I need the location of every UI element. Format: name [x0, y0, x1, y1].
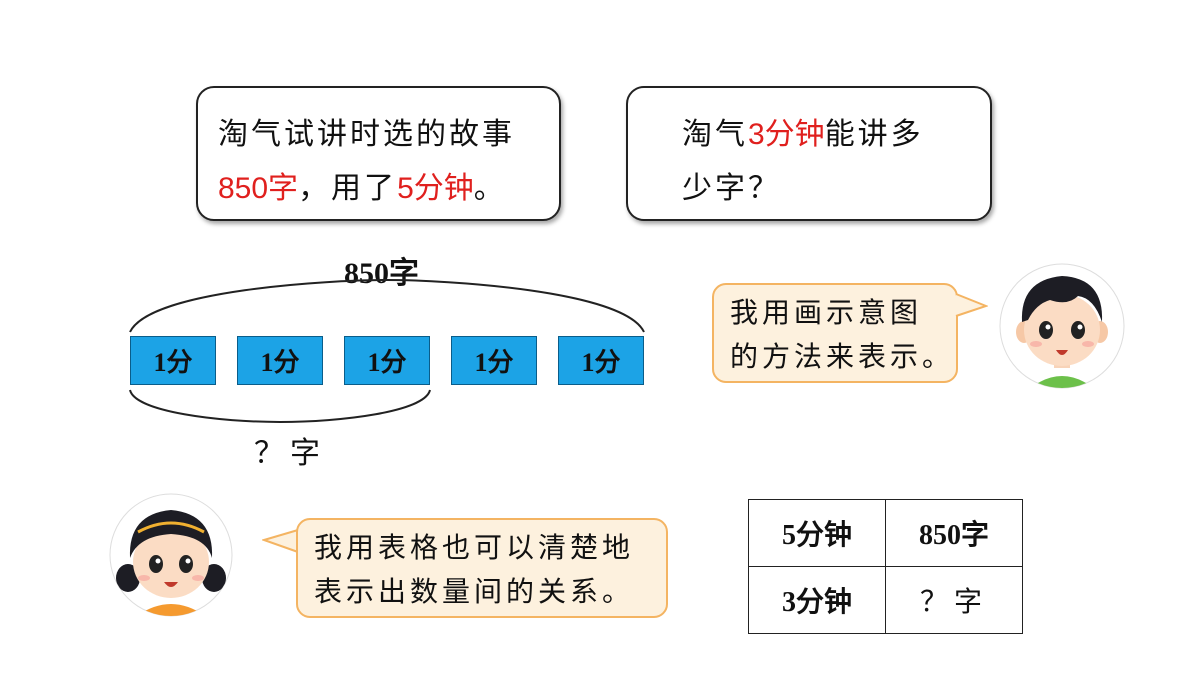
boy-avatar	[999, 263, 1125, 389]
story-mid-text: ，用了	[298, 171, 398, 206]
table-cell-time: 5分钟	[748, 499, 886, 567]
three-minute-brace	[129, 389, 431, 424]
boy-bubble-line-2: 的方法来表示。	[730, 340, 955, 373]
table-cell-words: ？字	[885, 566, 1023, 634]
question-pre: 淘气	[682, 117, 748, 152]
question-box: 淘气3分钟能讲多 少字？	[626, 86, 992, 221]
minute-segment-1: 1分	[130, 336, 216, 385]
minute-segment-5: 1分	[558, 336, 644, 385]
question-time: 3分钟	[748, 118, 825, 151]
girl-speech-bubble: 我用表格也可以清楚地 表示出数量间的关系。	[296, 518, 668, 618]
boy-speech-bubble: 我用画示意图 的方法来表示。	[712, 283, 958, 383]
table-cell-words: 850字	[885, 499, 1023, 567]
table-row: 3分钟 ？字	[748, 566, 1023, 634]
table-cell-text: 5分钟	[781, 520, 852, 551]
story-time: 5分钟	[397, 172, 474, 205]
minute-segment-2: 1分	[237, 336, 323, 385]
relationship-table: 5分钟 850字 3分钟 ？字	[748, 499, 1023, 634]
boy-bubble-line-1: 我用画示意图	[730, 296, 923, 329]
total-words-label: 850字	[344, 257, 419, 290]
boy-bubble-tail	[954, 293, 988, 317]
total-brace	[129, 278, 645, 333]
story-line-1: 淘气试讲时选的故事	[218, 117, 515, 152]
table-cell-text: 850字	[918, 520, 989, 551]
girl-bubble-tail	[262, 529, 300, 553]
question-line-1: 淘气3分钟能讲多	[682, 108, 990, 162]
table-cell-time: 3分钟	[748, 566, 886, 634]
girl-bubble-line-2: 表示出数量间的关系。	[314, 575, 635, 608]
story-box: 淘气试讲时选的故事 850字，用了5分钟。	[196, 86, 561, 221]
minute-segment-3: 1分	[344, 336, 430, 385]
table-row: 5分钟 850字	[748, 499, 1023, 567]
table-cell-text: ？字	[919, 585, 988, 618]
unknown-words-label: ？字	[254, 436, 326, 471]
question-line-2: 少字？	[682, 171, 781, 206]
table-cell-text: 3分钟	[781, 587, 852, 618]
minute-segment-4: 1分	[451, 336, 537, 385]
story-end-text: 。	[473, 171, 507, 206]
story-word-count: 850字	[218, 172, 299, 205]
girl-bubble-line-1: 我用表格也可以清楚地	[314, 531, 635, 564]
question-post: 能讲多	[824, 117, 924, 152]
girl-avatar	[109, 493, 233, 617]
story-line-2: 850字，用了5分钟。	[218, 162, 559, 216]
